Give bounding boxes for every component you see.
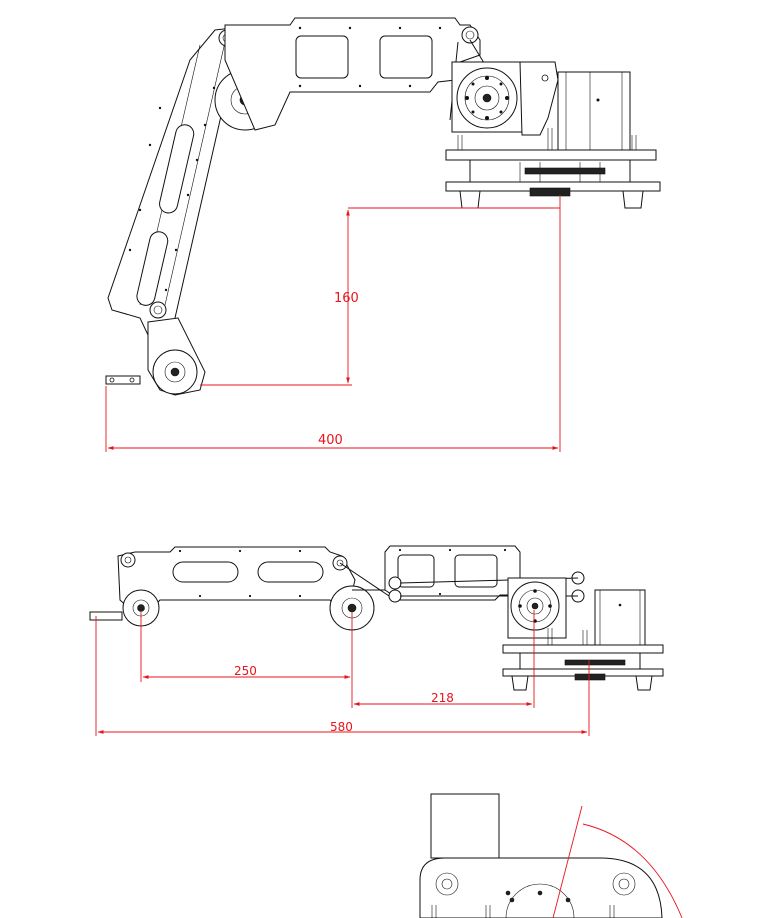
dimension-label-400: 400 — [318, 433, 343, 448]
dimension-label-250: 250 — [234, 664, 257, 678]
view2-arm — [89, 545, 664, 691]
view3-top — [419, 793, 683, 918]
dimension-label-218: 218 — [431, 691, 454, 705]
view1-arm — [105, 17, 661, 396]
dimension-label-160: 160 — [334, 291, 359, 306]
dimension-label-580: 580 — [330, 720, 353, 734]
view1-dimensions: 160 400 — [105, 195, 561, 452]
view2-dimensions: 250 218 580 — [95, 610, 590, 736]
